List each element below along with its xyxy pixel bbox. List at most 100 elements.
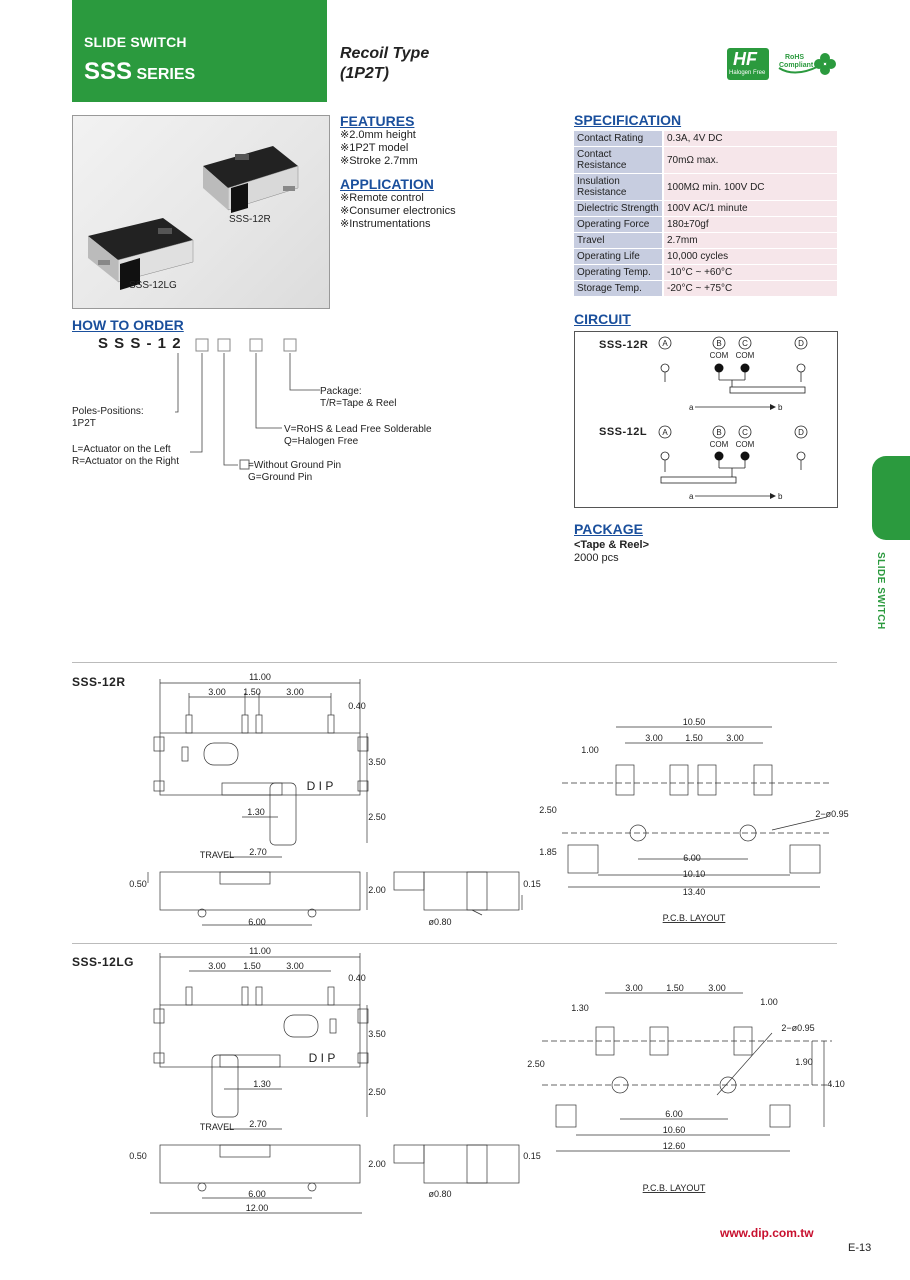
specification-title: SPECIFICATION (574, 112, 682, 128)
pin-d-l: D (798, 428, 804, 437)
series-suffix: SERIES (132, 66, 196, 83)
actuator-option: L=Actuator on the Left R=Actuator on the… (72, 444, 180, 467)
pin-c-r: C (742, 339, 748, 348)
switch-photo-illustration (88, 146, 299, 290)
rohs-text: RoHS (785, 54, 805, 61)
svg-text:1.90: 1.90 (795, 1057, 813, 1067)
svg-text:1.50: 1.50 (243, 687, 261, 697)
pin-b-l: B (716, 428, 721, 437)
pin-a-l: A (662, 428, 668, 437)
svg-text:3.50: 3.50 (368, 1029, 386, 1039)
com-label: COM (736, 351, 755, 360)
svg-text:1.50: 1.50 (685, 733, 703, 743)
svg-text:10.60: 10.60 (663, 1125, 686, 1135)
pin-b-r: B (716, 339, 721, 348)
svg-text:6.00: 6.00 (665, 1109, 683, 1119)
label-a: a (689, 492, 694, 501)
svg-text:3.00: 3.00 (708, 983, 726, 993)
features-section: FEATURES ※2.0mm height ※1P2T model ※Stro… (340, 113, 418, 168)
pin-d-r: D (798, 339, 804, 348)
svg-text:6.00: 6.00 (248, 917, 266, 927)
header-banner: SLIDE SWITCH SSS SERIES (72, 0, 327, 102)
svg-text:12.60: 12.60 (663, 1141, 686, 1151)
com-label: COM (736, 440, 755, 449)
application-item: ※Remote control (340, 192, 424, 204)
svg-text:0.40: 0.40 (348, 973, 366, 983)
com-label: COM (710, 351, 729, 360)
drawing-title-sss12r: SSS-12R (72, 675, 126, 689)
svg-text:2.50: 2.50 (539, 805, 557, 815)
svg-text:11.00: 11.00 (249, 946, 271, 956)
package-section: PACKAGE <Tape & Reel> 2000 pcs (574, 521, 649, 565)
svg-text:1.50: 1.50 (666, 983, 684, 993)
svg-text:TRAVEL: TRAVEL (200, 850, 234, 860)
series-main: SSS (84, 58, 133, 85)
circuit-title: CIRCUIT (574, 311, 631, 327)
svg-text:2−ø0.95: 2−ø0.95 (781, 1023, 814, 1033)
svg-text:2.70: 2.70 (249, 1119, 267, 1129)
package-qty: 2000 pcs (574, 552, 619, 564)
label-b: b (778, 492, 783, 501)
svg-text:3.00: 3.00 (286, 687, 304, 697)
svg-text:2.50: 2.50 (368, 812, 386, 822)
svg-text:1.50: 1.50 (243, 961, 261, 971)
svg-text:0.15: 0.15 (523, 879, 541, 889)
svg-text:0.50: 0.50 (129, 1151, 147, 1161)
application-title: APPLICATION (340, 176, 434, 192)
category-label: SLIDE SWITCH (84, 34, 187, 50)
package-title: PACKAGE (574, 521, 643, 537)
svg-text:1.30: 1.30 (253, 1079, 271, 1089)
rohs-option: V=RoHS & Lead Free Solderable Q=Halogen … (284, 424, 432, 447)
page-number: E-13 (848, 1242, 872, 1254)
order-code: S S S - 1 2 (98, 335, 182, 352)
svg-text:0.15: 0.15 (523, 1151, 541, 1161)
svg-text:2−ø0.95: 2−ø0.95 (815, 809, 848, 819)
com-label: COM (710, 440, 729, 449)
side-tab (872, 456, 910, 540)
subtitle-line2: (1P2T) (340, 65, 389, 82)
svg-text:2.50: 2.50 (368, 1087, 386, 1097)
feature-item: ※1P2T model (340, 142, 409, 154)
svg-text:11.00: 11.00 (249, 672, 271, 682)
application-item: ※Instrumentations (340, 218, 431, 230)
svg-text:ø0.80: ø0.80 (428, 1189, 451, 1199)
svg-text:P.C.B. LAYOUT: P.C.B. LAYOUT (663, 913, 726, 923)
svg-text:1.00: 1.00 (581, 745, 599, 755)
feature-item: ※2.0mm height (340, 129, 416, 141)
svg-text:3.00: 3.00 (726, 733, 744, 743)
svg-text:4.10: 4.10 (827, 1079, 845, 1089)
svg-text:6.00: 6.00 (683, 853, 701, 863)
svg-text:10.10: 10.10 (683, 869, 706, 879)
pin-c-l: C (742, 428, 748, 437)
svg-text:6.00: 6.00 (248, 1189, 266, 1199)
subtitle-line1: Recoil Type (340, 45, 430, 62)
svg-text:0.50: 0.50 (129, 879, 147, 889)
photo-label-sss12r: SSS-12R (229, 214, 271, 225)
svg-text:2.00: 2.00 (368, 885, 386, 895)
svg-text:10.50: 10.50 (683, 717, 706, 727)
svg-text:TRAVEL: TRAVEL (200, 1122, 234, 1132)
svg-text:1.00: 1.00 (760, 997, 778, 1007)
drawing-sss12r: 11.00 3.00 1.50 3.00 0.40 3.50 2.50 1.30… (129, 672, 848, 927)
label-a: a (689, 403, 694, 412)
svg-text:1.85: 1.85 (539, 847, 557, 857)
circuit-model-l: SSS-12L (599, 426, 648, 438)
svg-text:D I P: D I P (307, 779, 334, 793)
drawing-sss12lg: 11.00 3.00 1.50 3.00 0.40 3.50 2.50 1.30… (129, 946, 845, 1214)
table-row: Storage Temp.-20°C ~ +75°C (574, 280, 837, 297)
application-item: ※Consumer electronics (340, 205, 456, 217)
label-b: b (778, 403, 783, 412)
svg-text:3.00: 3.00 (208, 961, 226, 971)
logo-hf-sub: Halogen Free (729, 70, 766, 76)
features-title: FEATURES (340, 113, 415, 129)
footer-url[interactable]: www.dip.com.tw (720, 1226, 814, 1240)
how-to-order-title: HOW TO ORDER (72, 317, 184, 333)
